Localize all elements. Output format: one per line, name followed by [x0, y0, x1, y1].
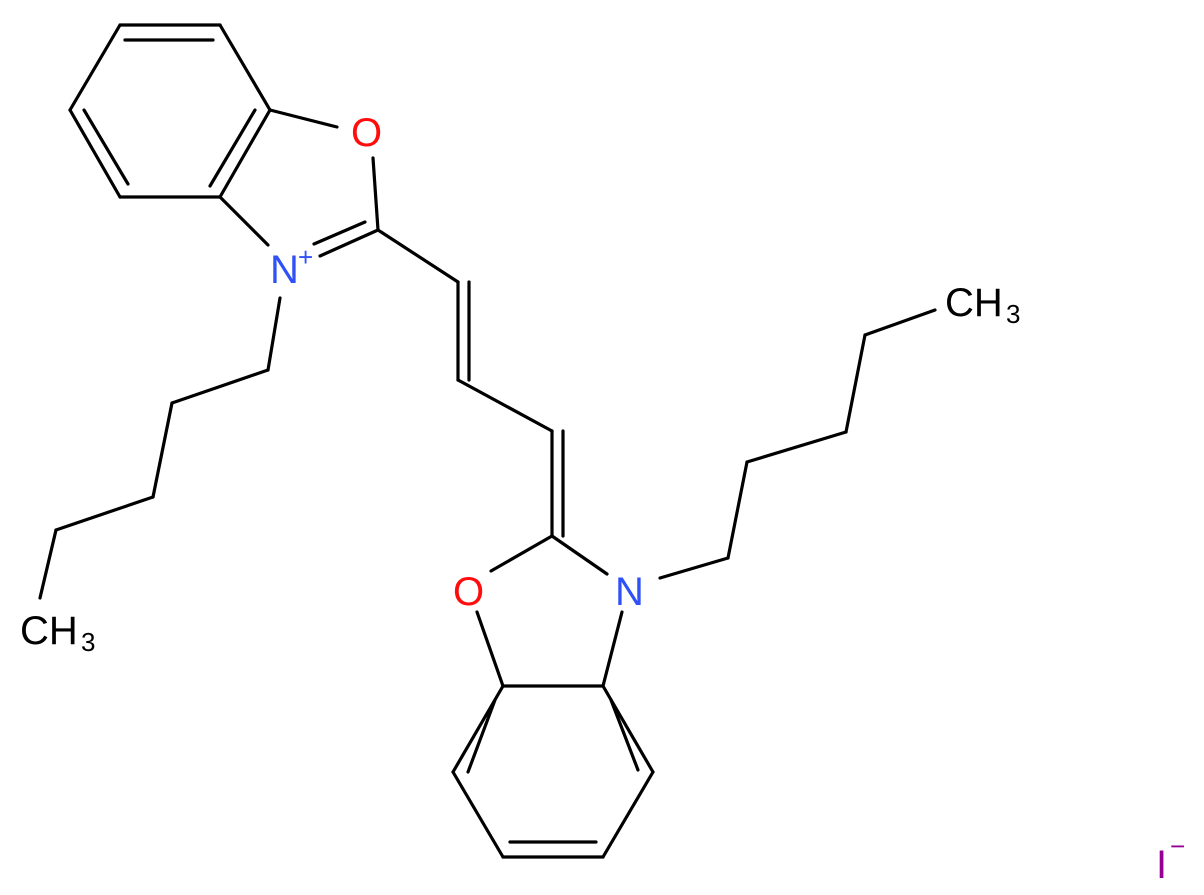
bond: [151, 401, 174, 499]
bonds: [38, 23, 937, 859]
bond: [218, 195, 270, 247]
nitrogen-cation-label: N +: [270, 242, 313, 292]
nitrogen-atom-label: N: [615, 570, 644, 614]
methyl-subscript: 3: [1006, 299, 1020, 329]
bond: [844, 333, 867, 434]
bond: [863, 308, 937, 337]
negative-charge: −: [1170, 831, 1185, 861]
bond: [745, 430, 848, 464]
iodine-atom-label: I: [1156, 843, 1167, 887]
bond: [208, 108, 257, 188]
bond: [218, 108, 272, 199]
bond: [550, 534, 609, 576]
nitrogen-atom-label: N: [270, 248, 299, 292]
bond: [38, 528, 58, 600]
bond: [218, 23, 272, 112]
methyl-group-right: CH 3: [945, 281, 1020, 329]
bond: [170, 368, 270, 405]
bond: [466, 698, 497, 774]
bond: [82, 108, 130, 186]
bond: [318, 228, 380, 258]
methyl-subscript: 3: [81, 627, 95, 657]
bond: [266, 296, 282, 372]
oxygen-atom-label: O: [453, 570, 484, 614]
bond: [268, 108, 339, 129]
methyl-group-left: CH 3: [20, 609, 95, 657]
bond: [451, 770, 505, 859]
bond: [609, 698, 640, 772]
positive-charge: +: [298, 242, 313, 272]
bond: [371, 156, 380, 232]
iodide-counterion: I −: [1156, 831, 1185, 887]
oxygen-atom-label: O: [351, 111, 382, 155]
bond: [54, 495, 155, 532]
bond: [489, 534, 554, 573]
bond: [456, 378, 554, 433]
bond: [376, 228, 460, 284]
bond: [726, 460, 749, 560]
bond: [601, 770, 655, 859]
bond: [68, 108, 122, 199]
bond: [601, 610, 624, 688]
bond: [475, 610, 505, 688]
bond: [658, 556, 730, 580]
atom-labels: O N + O N CH 3 CH 3 I −: [20, 111, 1185, 887]
methyl-label: CH: [20, 609, 78, 653]
bond: [312, 220, 367, 246]
bond: [68, 23, 122, 112]
methyl-label: CH: [945, 281, 1003, 325]
